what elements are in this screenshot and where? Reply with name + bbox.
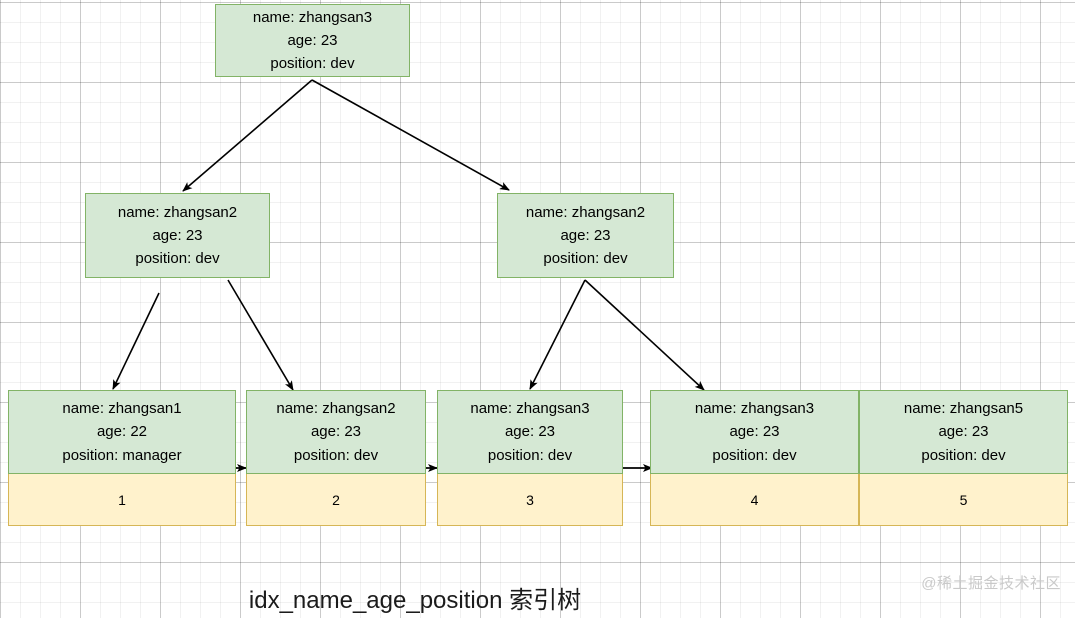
leaf-block-3[interactable]: name: zhangsan3 age: 23 position: dev 3 [437, 390, 623, 526]
leaf-3-age: age: 23 [504, 423, 556, 441]
branch-1-age: age: 23 [152, 226, 203, 244]
leaf-4-position: position: dev [712, 446, 797, 464]
leaf-4-record[interactable]: name: zhangsan3 age: 23 position: dev [650, 390, 859, 474]
leaf-5-index[interactable]: 5 [859, 474, 1068, 526]
edge-branch-2-to-leaf-4 [584, 279, 705, 391]
branch-2-position: position: dev [543, 250, 628, 268]
root-name: name: zhangsan3 [252, 8, 373, 26]
leaf-1-record[interactable]: name: zhangsan1 age: 22 position: manage… [8, 390, 236, 474]
leaf-2-position: position: dev [293, 446, 379, 464]
edge-root-to-branch-2 [311, 79, 510, 191]
edge-branch-2-to-leaf-3 [529, 279, 586, 390]
leaf-1-name: name: zhangsan1 [62, 400, 182, 418]
leaf-block-5[interactable]: name: zhangsan5 age: 23 position: dev 5 [859, 390, 1068, 526]
leaf-block-4-5[interactable]: name: zhangsan3 age: 23 position: dev 4 … [650, 390, 1068, 526]
leaf-2-age: age: 23 [310, 423, 362, 441]
diagram-caption: idx_name_age_position 索引树 [248, 587, 582, 614]
leaf-5-name: name: zhangsan5 [903, 400, 1024, 418]
leaf-block-4[interactable]: name: zhangsan3 age: 23 position: dev 4 [650, 390, 859, 526]
tree-node-root[interactable]: name: zhangsan3 age: 23 position: dev [215, 4, 410, 77]
leaf-1-position: position: manager [62, 446, 182, 464]
watermark: @稀土掘金技术社区 [921, 575, 1061, 592]
leaf-1-age: age: 22 [96, 423, 148, 441]
tree-node-branch-2[interactable]: name: zhangsan2 age: 23 position: dev [497, 193, 674, 278]
leaf-4-name: name: zhangsan3 [694, 400, 815, 418]
branch-2-name: name: zhangsan2 [525, 203, 646, 221]
root-age: age: 23 [287, 31, 338, 49]
leaf-5-record[interactable]: name: zhangsan5 age: 23 position: dev [859, 390, 1068, 474]
branch-1-position: position: dev [135, 250, 220, 268]
tree-node-branch-1[interactable]: name: zhangsan2 age: 23 position: dev [85, 193, 270, 278]
branch-1-name: name: zhangsan2 [117, 203, 238, 221]
leaf-5-age: age: 23 [938, 423, 989, 441]
leaf-4-index[interactable]: 4 [650, 474, 859, 526]
leaf-block-2[interactable]: name: zhangsan2 age: 23 position: dev 2 [246, 390, 426, 526]
leaf-3-position: position: dev [487, 446, 573, 464]
leaf-2-index[interactable]: 2 [246, 474, 426, 526]
leaf-3-index[interactable]: 3 [437, 474, 623, 526]
leaf-1-index[interactable]: 1 [8, 474, 236, 526]
leaf-4-age: age: 23 [729, 423, 780, 441]
leaf-2-record[interactable]: name: zhangsan2 age: 23 position: dev [246, 390, 426, 474]
edge-root-to-branch-1 [182, 79, 313, 192]
leaf-block-1[interactable]: name: zhangsan1 age: 22 position: manage… [8, 390, 236, 526]
leaf-2-name: name: zhangsan2 [276, 400, 396, 418]
edge-branch-1-to-leaf-1 [112, 292, 160, 390]
edge-branch-1-to-leaf-2 [227, 279, 294, 391]
leaf-3-record[interactable]: name: zhangsan3 age: 23 position: dev [437, 390, 623, 474]
root-position: position: dev [270, 55, 355, 73]
leaf-5-position: position: dev [921, 446, 1006, 464]
leaf-3-name: name: zhangsan3 [470, 400, 590, 418]
branch-2-age: age: 23 [560, 226, 611, 244]
